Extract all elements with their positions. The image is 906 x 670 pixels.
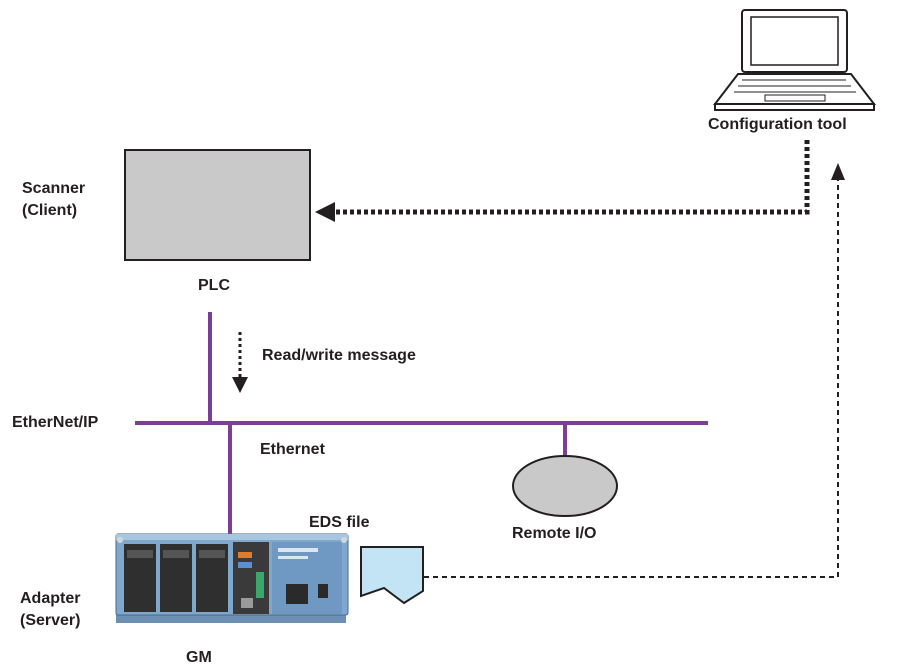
eds-file-label: EDS file <box>309 514 370 531</box>
remote-io-label: Remote I/O <box>512 525 597 542</box>
plc-box <box>124 149 311 261</box>
document-icon <box>360 546 424 605</box>
ethernet-label: Ethernet <box>260 441 325 458</box>
scanner-label: Scanner (Client) <box>22 178 85 222</box>
scanner-label-line1: Scanner <box>22 180 86 197</box>
read-write-arrowhead <box>232 377 248 393</box>
ethernet-ip-label: EtherNet/IP <box>12 414 99 431</box>
adapter-label: Adapter (Server) <box>20 588 80 632</box>
remote-io-ellipse <box>512 455 618 517</box>
read-write-label: Read/write message <box>262 347 416 364</box>
laptop-icon <box>712 9 877 111</box>
config-to-scanner-arrow <box>334 140 810 215</box>
gm-label: GM <box>186 649 212 666</box>
plc-label: PLC <box>198 277 230 294</box>
adapter-label-line1: Adapter <box>20 590 81 607</box>
scanner-label-line2: (Client) <box>22 202 78 219</box>
config-to-scanner-arrowhead <box>315 202 335 222</box>
gm-device-image <box>115 533 349 623</box>
eds-to-config-line <box>424 180 839 578</box>
config-tool-label: Configuration tool <box>708 116 847 133</box>
eds-to-config-arrowhead <box>831 163 845 180</box>
adapter-label-line2: (Server) <box>20 612 81 629</box>
